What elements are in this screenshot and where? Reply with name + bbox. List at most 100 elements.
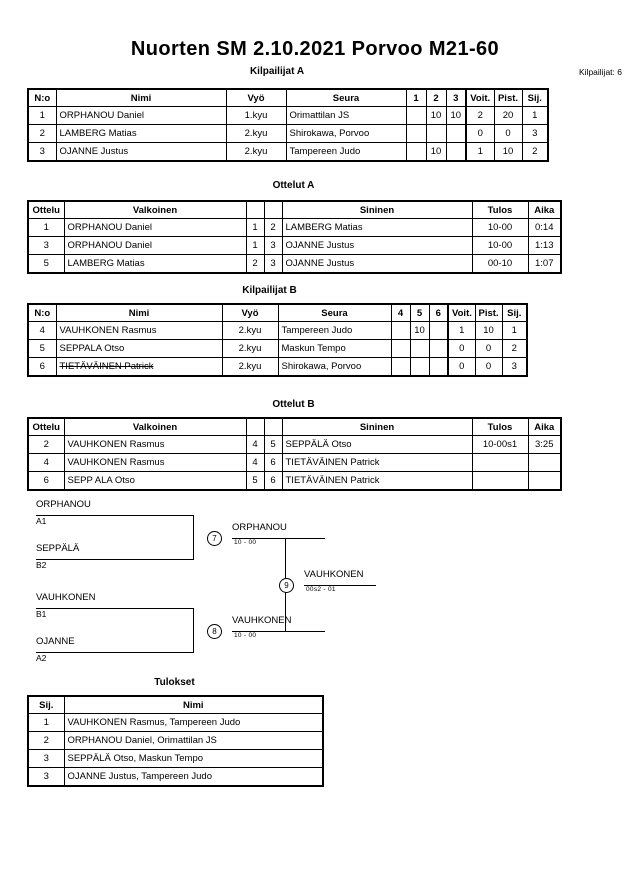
cell-club: Tampereen Judo <box>277 321 392 340</box>
col-white-no <box>245 200 265 219</box>
bracket-match-number-8: 8 <box>207 624 222 639</box>
cell-opp-2: 10 <box>409 321 430 340</box>
cell-rank: 2 <box>521 142 549 162</box>
cell-opp-2 <box>425 124 447 143</box>
col-belt: Vyö <box>221 303 279 322</box>
cell-time <box>527 471 562 491</box>
cell-rank: 2 <box>27 731 65 750</box>
bracket-entry-name-2: SEPPÄLÄ <box>36 543 80 554</box>
table-header-row: Ottelu Valkoinen Sininen Tulos Aika <box>27 200 562 219</box>
cell-wins: 0 <box>447 339 476 358</box>
bracket-score-9: 00s2 - 01 <box>306 586 336 593</box>
cell-result: 00-10 <box>471 254 529 274</box>
cell-belt: 2.kyu <box>221 357 279 377</box>
col-opp-4: 4 <box>390 303 411 322</box>
bracket-winner-8: VAUHKONEN <box>232 615 292 626</box>
cell-blue: OJANNE Justus <box>281 236 473 255</box>
col-result: Tulos <box>471 200 529 219</box>
cell-rank: 1 <box>501 321 528 340</box>
cell-opp-2 <box>409 339 430 358</box>
col-opp-2: 2 <box>425 88 447 107</box>
bracket-line <box>36 608 193 609</box>
cell-white: VAUHKONEN Rasmus <box>63 435 247 454</box>
cell-points: 0 <box>474 357 503 377</box>
cell-time: 1:13 <box>527 236 562 255</box>
bracket-score-8: 10 - 00 <box>234 632 257 639</box>
col-white-no <box>245 417 265 436</box>
cell-white: ORPHANOU Daniel <box>63 236 247 255</box>
caption-matches-b: Ottelut B <box>272 399 315 410</box>
bracket-entry-name-4: OJANNE <box>36 636 75 647</box>
cell-rank: 1 <box>27 713 65 732</box>
cell-white-no: 4 <box>245 453 265 472</box>
cell-name: SEPPÄLÄ Otso, Maskun Tempo <box>63 749 324 768</box>
cell-belt: 2.kyu <box>225 142 287 162</box>
page-title: Nuorten SM 2.10.2021 Porvoo M21-60 <box>130 38 500 60</box>
caption-pool-a: Kilpailijat A <box>249 66 305 77</box>
cell-opp-1 <box>390 357 411 377</box>
col-rank: Sij. <box>501 303 528 322</box>
cell-match-no: 2 <box>27 435 65 454</box>
cell-white: VAUHKONEN Rasmus <box>63 453 247 472</box>
cell-result <box>471 453 529 472</box>
cell-wins: 0 <box>447 357 476 377</box>
cell-points: 20 <box>493 106 523 125</box>
cell-white-no: 1 <box>245 236 265 255</box>
col-time: Aika <box>527 417 562 436</box>
cell-match-no: 5 <box>27 254 65 274</box>
cell-opp-3 <box>428 339 449 358</box>
cell-rank: 2 <box>501 339 528 358</box>
col-opp-5: 5 <box>409 303 430 322</box>
cell-match-no: 1 <box>27 218 65 237</box>
cell-opp-1 <box>405 142 427 162</box>
entrants-count: Kilpailijat: 6 <box>579 67 622 77</box>
cell-white-no: 1 <box>245 218 265 237</box>
cell-club: Orimattilan JS <box>285 106 407 125</box>
col-club: Seura <box>277 303 392 322</box>
col-no: N:o <box>27 88 57 107</box>
cell-name: TIETÄVÄINEN Patrick <box>55 357 223 377</box>
col-name: Nimi <box>55 88 227 107</box>
cell-points: 0 <box>474 339 503 358</box>
bracket-line <box>193 608 194 653</box>
cell-result <box>471 471 529 491</box>
cell-opp-3 <box>445 142 467 162</box>
cell-opp-2 <box>409 357 430 377</box>
col-opp-3: 3 <box>445 88 467 107</box>
cell-blue-no: 2 <box>263 218 283 237</box>
cell-wins: 2 <box>465 106 495 125</box>
cell-blue: TIETÄVÄINEN Patrick <box>281 471 473 491</box>
table-header-row: N:o Nimi Vyö Seura 1 2 3 Voit. Pist. Sij… <box>27 88 549 107</box>
bracket-entry-seed-3: B1 <box>36 609 47 619</box>
cell-no: 6 <box>27 357 57 377</box>
cell-opp-2: 10 <box>425 106 447 125</box>
col-wins: Voit. <box>465 88 495 107</box>
col-points: Pist. <box>493 88 523 107</box>
cell-points: 10 <box>474 321 503 340</box>
cell-wins: 1 <box>465 142 495 162</box>
cell-white: ORPHANOU Daniel <box>63 218 247 237</box>
cell-opp-2: 10 <box>425 142 447 162</box>
col-blue: Sininen <box>281 200 473 219</box>
cell-name: ORPHANOU Daniel <box>55 106 227 125</box>
cell-rank: 3 <box>27 767 65 787</box>
bracket-line <box>36 515 193 516</box>
cell-belt: 2.kyu <box>221 339 279 358</box>
col-wins: Voit. <box>447 303 476 322</box>
cell-rank: 3 <box>501 357 528 377</box>
cell-rank: 3 <box>521 124 549 143</box>
bracket-line <box>36 652 193 653</box>
bracket-line <box>232 631 325 632</box>
pool-a-table: N:o Nimi Vyö Seura 1 2 3 Voit. Pist. Sij… <box>27 88 549 162</box>
cell-name: ORPHANOU Daniel, Orimattilan JS <box>63 731 324 750</box>
